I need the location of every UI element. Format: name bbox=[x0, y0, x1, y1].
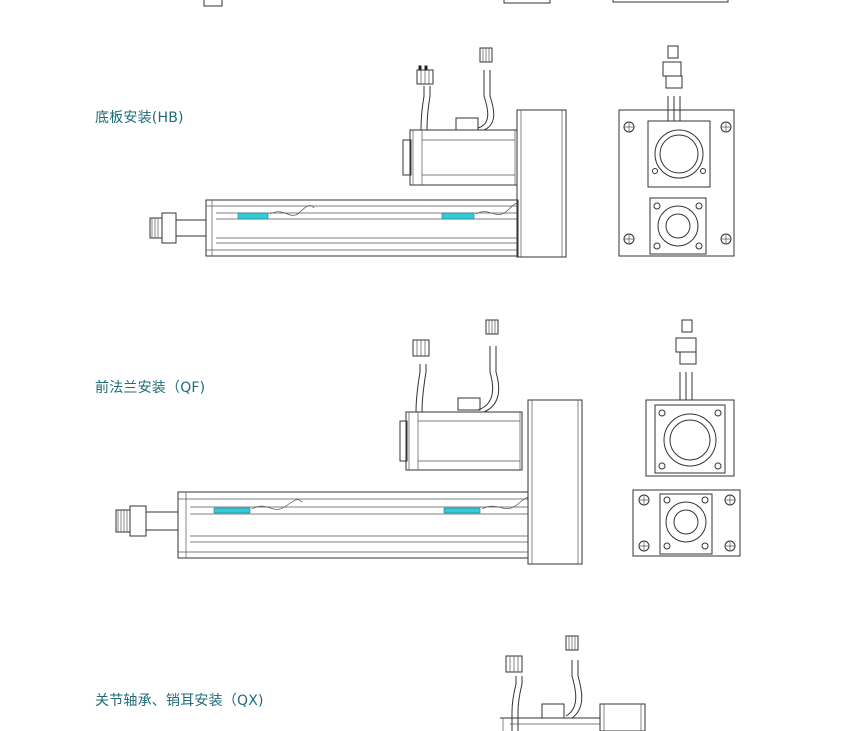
qx-side-view bbox=[500, 635, 646, 731]
qf-end-view bbox=[632, 319, 741, 557]
hb-end-view bbox=[618, 45, 735, 257]
mount-label-qf: 前法兰安装（QF) bbox=[95, 380, 206, 396]
mount-label-hb: 底板安装(HB) bbox=[95, 110, 184, 126]
hb-side-view bbox=[149, 47, 567, 258]
previous-drawing-remnant bbox=[203, 0, 729, 7]
qf-side-view bbox=[115, 319, 583, 565]
mount-label-qx: 关节轴承、销耳安装（QX) bbox=[95, 693, 264, 709]
